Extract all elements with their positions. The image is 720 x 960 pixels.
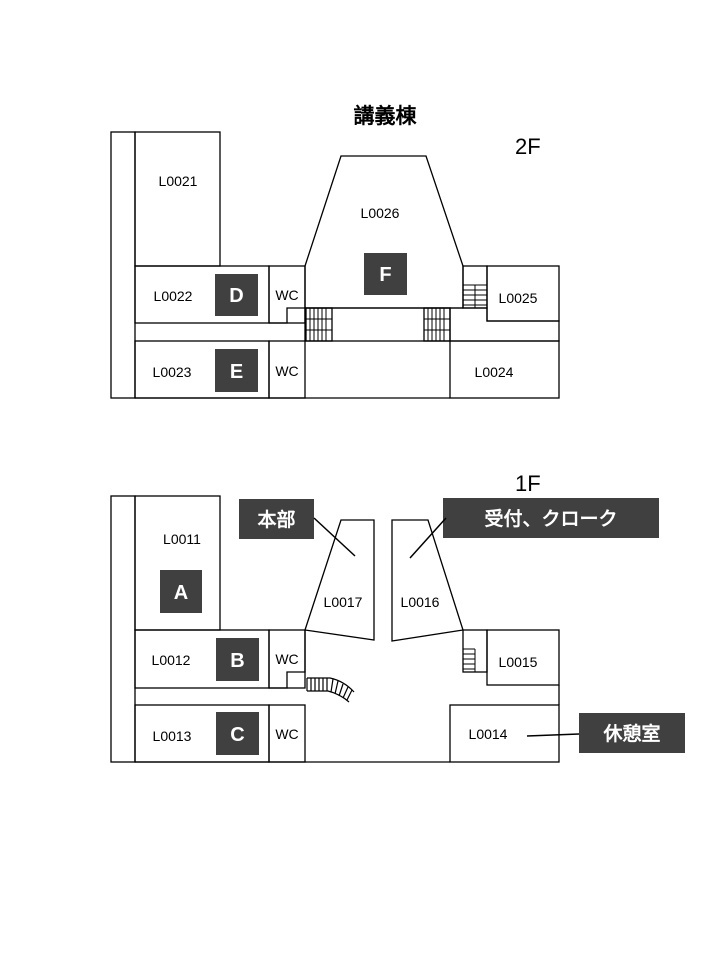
stairs-east-1f-treads bbox=[462, 648, 476, 672]
room-l0024[interactable] bbox=[449, 340, 560, 399]
badge-f: F bbox=[379, 264, 391, 286]
floor-2f-plan: 2F bbox=[110, 131, 560, 399]
badge-b: B bbox=[230, 650, 244, 672]
callout-lounge: 休憩室 bbox=[602, 722, 660, 745]
callout-reception-box[interactable] bbox=[443, 498, 659, 538]
label-l0015: L0015 bbox=[499, 654, 538, 670]
room-l0017[interactable] bbox=[304, 519, 375, 641]
label-l0011: L0011 bbox=[163, 531, 201, 547]
entrance-stairs-1f bbox=[306, 677, 355, 703]
label-l0026: L0026 bbox=[361, 205, 400, 221]
badge-b-box[interactable] bbox=[216, 638, 259, 681]
east-corridor-2f bbox=[450, 307, 560, 342]
stairs-right-2f-treads bbox=[424, 308, 450, 341]
label-l0023: L0023 bbox=[153, 364, 192, 380]
label-l0025: L0025 bbox=[499, 290, 538, 306]
label-wc-upper-2f: WC bbox=[275, 287, 298, 303]
stairs-left-2f-treads bbox=[306, 308, 332, 341]
badge-c-box[interactable] bbox=[216, 712, 259, 755]
stair-wall-2f bbox=[269, 307, 305, 324]
floor-2f-label: 2F bbox=[515, 134, 541, 159]
badge-f-box[interactable] bbox=[364, 253, 407, 295]
stairs-left-2f bbox=[305, 307, 333, 342]
label-l0014: L0014 bbox=[469, 726, 508, 742]
callout-reception: 受付、クローク bbox=[484, 507, 617, 530]
label-wc-lower-2f: WC bbox=[275, 363, 298, 379]
room-l0015[interactable] bbox=[486, 629, 560, 686]
label-l0021: L0021 bbox=[159, 173, 198, 189]
label-wc-upper-1f: WC bbox=[275, 651, 298, 667]
stairs-east-2f-treads bbox=[463, 284, 487, 308]
callout-reception-leader bbox=[409, 517, 447, 559]
label-l0013: L0013 bbox=[153, 728, 192, 744]
badge-a: A bbox=[174, 582, 188, 604]
label-l0022: L0022 bbox=[154, 288, 193, 304]
badge-c: C bbox=[230, 724, 244, 746]
callout-honbu: 本部 bbox=[257, 508, 295, 531]
building-title: 講義棟 bbox=[354, 104, 418, 128]
stairs-right-2f bbox=[423, 307, 451, 342]
room-l0021[interactable] bbox=[134, 131, 221, 267]
room-l0014[interactable] bbox=[449, 704, 560, 763]
callout-honbu-box[interactable] bbox=[239, 499, 314, 539]
label-l0016: L0016 bbox=[401, 594, 440, 610]
label-l0017: L0017 bbox=[324, 594, 363, 610]
left-corridor-1f bbox=[110, 495, 136, 763]
left-corridor-2f bbox=[110, 131, 136, 399]
callout-lounge-leader bbox=[526, 733, 580, 737]
badge-d-box[interactable] bbox=[215, 274, 258, 316]
label-l0012: L0012 bbox=[152, 652, 191, 668]
badge-d: D bbox=[229, 285, 243, 307]
label-wc-lower-1f: WC bbox=[275, 726, 298, 742]
badge-e: E bbox=[230, 361, 243, 383]
floor-1f-plan: 1F bbox=[110, 471, 685, 763]
badge-a-box[interactable] bbox=[160, 570, 202, 613]
callout-lounge-box[interactable] bbox=[579, 713, 685, 753]
callout-honbu-leader bbox=[313, 517, 356, 557]
badge-e-box[interactable] bbox=[215, 349, 258, 392]
stair-wall-1f bbox=[269, 630, 306, 689]
label-l0024: L0024 bbox=[475, 364, 514, 380]
floor-1f-label: 1F bbox=[515, 471, 541, 496]
